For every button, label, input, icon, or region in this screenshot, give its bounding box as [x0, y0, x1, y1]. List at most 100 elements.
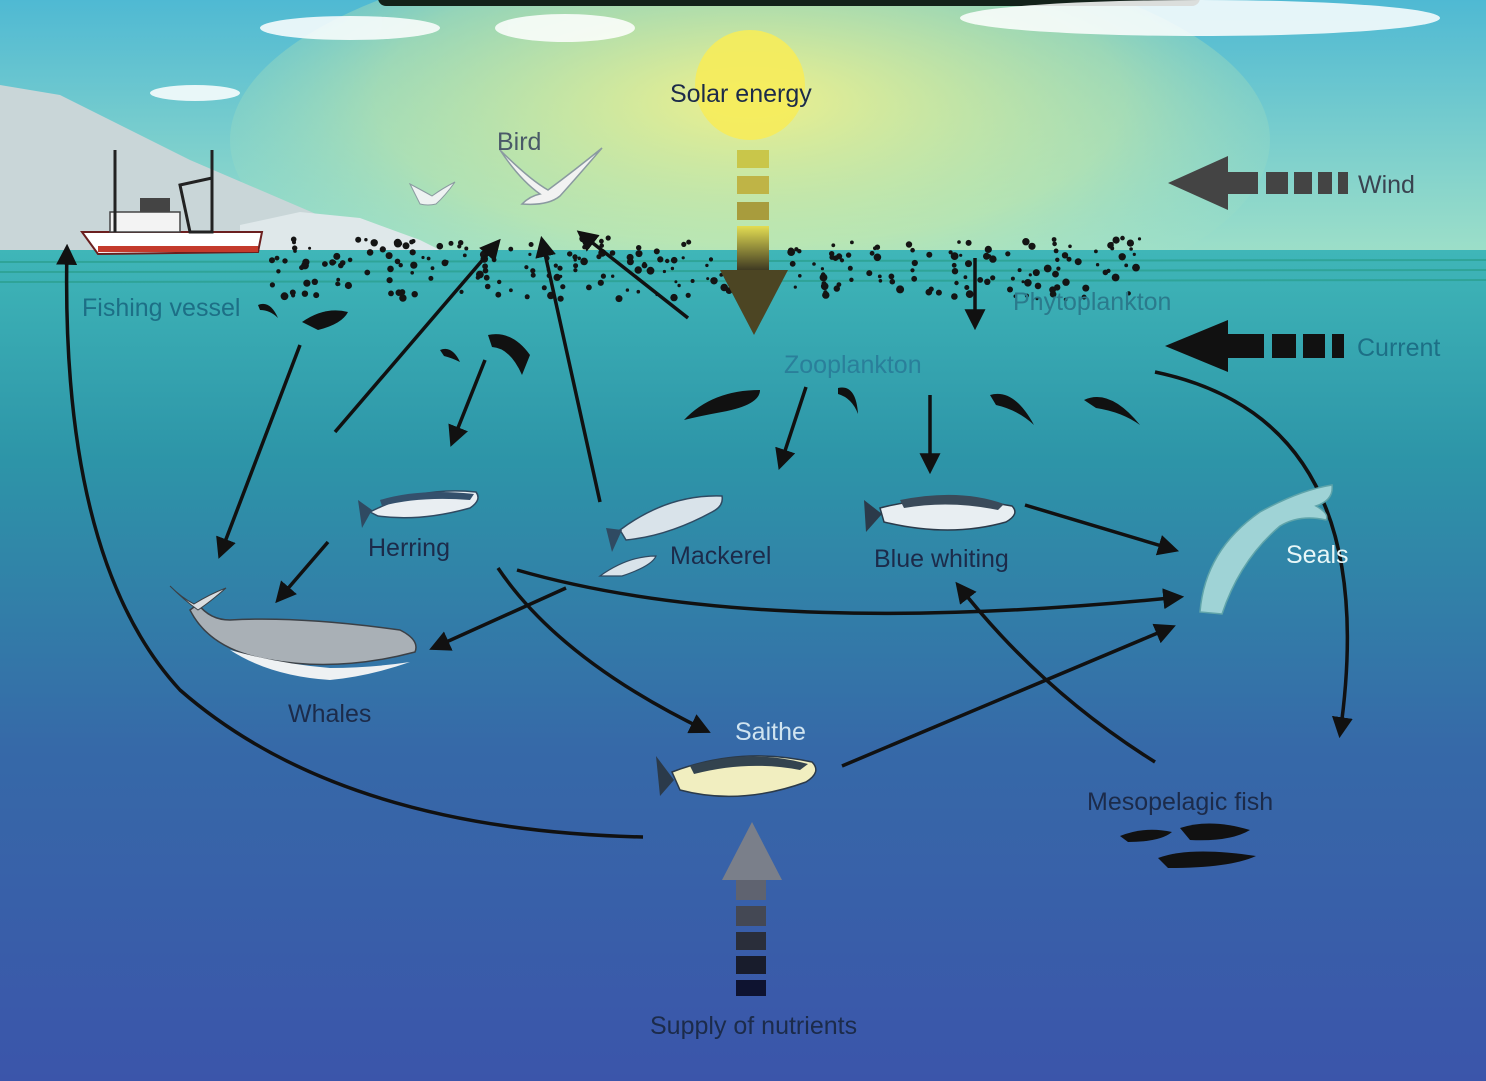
phytoplankton-dot [1103, 270, 1109, 276]
phytoplankton-dot [964, 275, 968, 279]
phytoplankton-dot [577, 257, 581, 261]
phytoplankton-dot [445, 260, 448, 263]
phytoplankton-dot [787, 248, 795, 256]
phytoplankton-dot [421, 256, 424, 259]
label-blue-whiting: Blue whiting [874, 545, 1009, 573]
phytoplankton-dot [665, 259, 669, 263]
phytoplankton-dot [831, 243, 835, 247]
phytoplankton-dot [299, 265, 304, 270]
phytoplankton-dot [345, 282, 352, 289]
phytoplankton-dot [686, 293, 691, 298]
phytoplankton-dot [949, 250, 953, 254]
phytoplankton-dot [559, 275, 562, 278]
phytoplankton-dot [530, 268, 535, 273]
phytoplankton-dot [599, 239, 604, 244]
phytoplankton-dot [484, 275, 490, 281]
phytoplankton-dot [508, 247, 513, 252]
phytoplankton-dot [720, 284, 728, 292]
phytoplankton-dot [558, 296, 564, 302]
phytoplankton-dot [399, 263, 403, 267]
phytoplankton-dot [348, 258, 353, 263]
phytoplankton-dot [1129, 247, 1133, 251]
phytoplankton-dot [276, 269, 280, 273]
phytoplankton-dot [340, 260, 346, 266]
label-herring: Herring [368, 534, 450, 562]
phytoplankton-dot [459, 290, 463, 294]
label-whales: Whales [288, 700, 371, 728]
phytoplankton-dot [912, 260, 918, 266]
phytoplankton-dot [647, 267, 655, 275]
phytoplankton-dot [410, 271, 414, 275]
phytoplankton-dot [449, 241, 454, 246]
phytoplankton-dot [509, 288, 513, 292]
label-supply-of-nutrients: Supply of nutrients [650, 1012, 857, 1040]
phytoplankton-dot [966, 290, 974, 298]
phytoplankton-dot [635, 266, 642, 273]
phytoplankton-dot [977, 277, 983, 283]
phytoplankton-dot [637, 290, 641, 294]
phytoplankton-dot [464, 247, 468, 251]
phytoplankton-dot [966, 240, 972, 246]
phytoplankton-dot [554, 264, 558, 268]
phytoplankton-dot [1056, 267, 1060, 271]
phytoplankton-dot [926, 252, 932, 258]
phytoplankton-dot [1029, 273, 1032, 276]
phytoplankton-dot [580, 258, 588, 266]
phytoplankton-dot [910, 268, 914, 272]
phytoplankton-dot [1127, 240, 1134, 247]
phytoplankton-dot [636, 250, 643, 257]
phytoplankton-dot [412, 291, 418, 297]
phytoplankton-dot [829, 255, 834, 260]
phytoplankton-dot [364, 270, 370, 276]
phytoplankton-dot [870, 251, 875, 256]
phytoplankton-dot [889, 274, 895, 280]
phytoplankton-dot [437, 243, 444, 250]
phytoplankton-dot [866, 270, 872, 276]
phytoplankton-dot [483, 268, 489, 274]
phytoplankton-dot [275, 256, 280, 261]
phytoplankton-dot [674, 280, 677, 283]
phytoplankton-dot [1138, 237, 1141, 240]
phytoplankton-dot [524, 265, 528, 269]
phytoplankton-dot [380, 246, 386, 252]
phytoplankton-dot [705, 264, 708, 267]
phytoplankton-dot [654, 248, 660, 254]
phytoplankton-dot [636, 245, 641, 250]
phytoplankton-dot [560, 284, 565, 289]
phytoplankton-dot [1018, 268, 1022, 272]
phytoplankton-dot [427, 257, 431, 261]
phytoplankton-dot [1096, 263, 1099, 266]
phytoplankton-dot [269, 257, 275, 263]
phytoplankton-dot [336, 278, 340, 282]
phytoplankton-dot [1075, 258, 1082, 265]
label-zooplankton: Zooplankton [784, 351, 922, 379]
phytoplankton-dot [798, 274, 802, 278]
phytoplankton-dot [302, 259, 309, 266]
phytoplankton-dot [848, 266, 853, 271]
phytoplankton-dot [409, 240, 414, 245]
label-phytoplankton: Phytoplankton [1013, 288, 1171, 316]
phytoplankton-dot [403, 242, 410, 249]
phytoplankton-dot [428, 276, 433, 281]
phytoplankton-dot [1133, 253, 1136, 256]
phytoplankton-dot [292, 240, 296, 244]
phytoplankton-dot [542, 285, 547, 290]
phytoplankton-dot [790, 261, 796, 267]
phytoplankton-dot [574, 258, 577, 261]
phytoplankton-dot [567, 251, 572, 256]
phytoplankton-dot [929, 287, 934, 292]
phytoplankton-dot [1054, 249, 1059, 254]
phytoplankton-dot [616, 295, 623, 302]
phytoplankton-dot [1112, 274, 1120, 282]
phytoplankton-dot [1022, 280, 1025, 283]
phytoplankton-dot [878, 275, 882, 279]
phytoplankton-dot [822, 291, 829, 298]
label-solar-energy: Solar energy [670, 80, 812, 108]
phytoplankton-dot [952, 263, 957, 268]
phytoplankton-dot [709, 257, 713, 261]
phytoplankton-dot [611, 275, 614, 278]
phytoplankton-dot [965, 260, 972, 267]
phytoplankton-dot [410, 249, 416, 255]
